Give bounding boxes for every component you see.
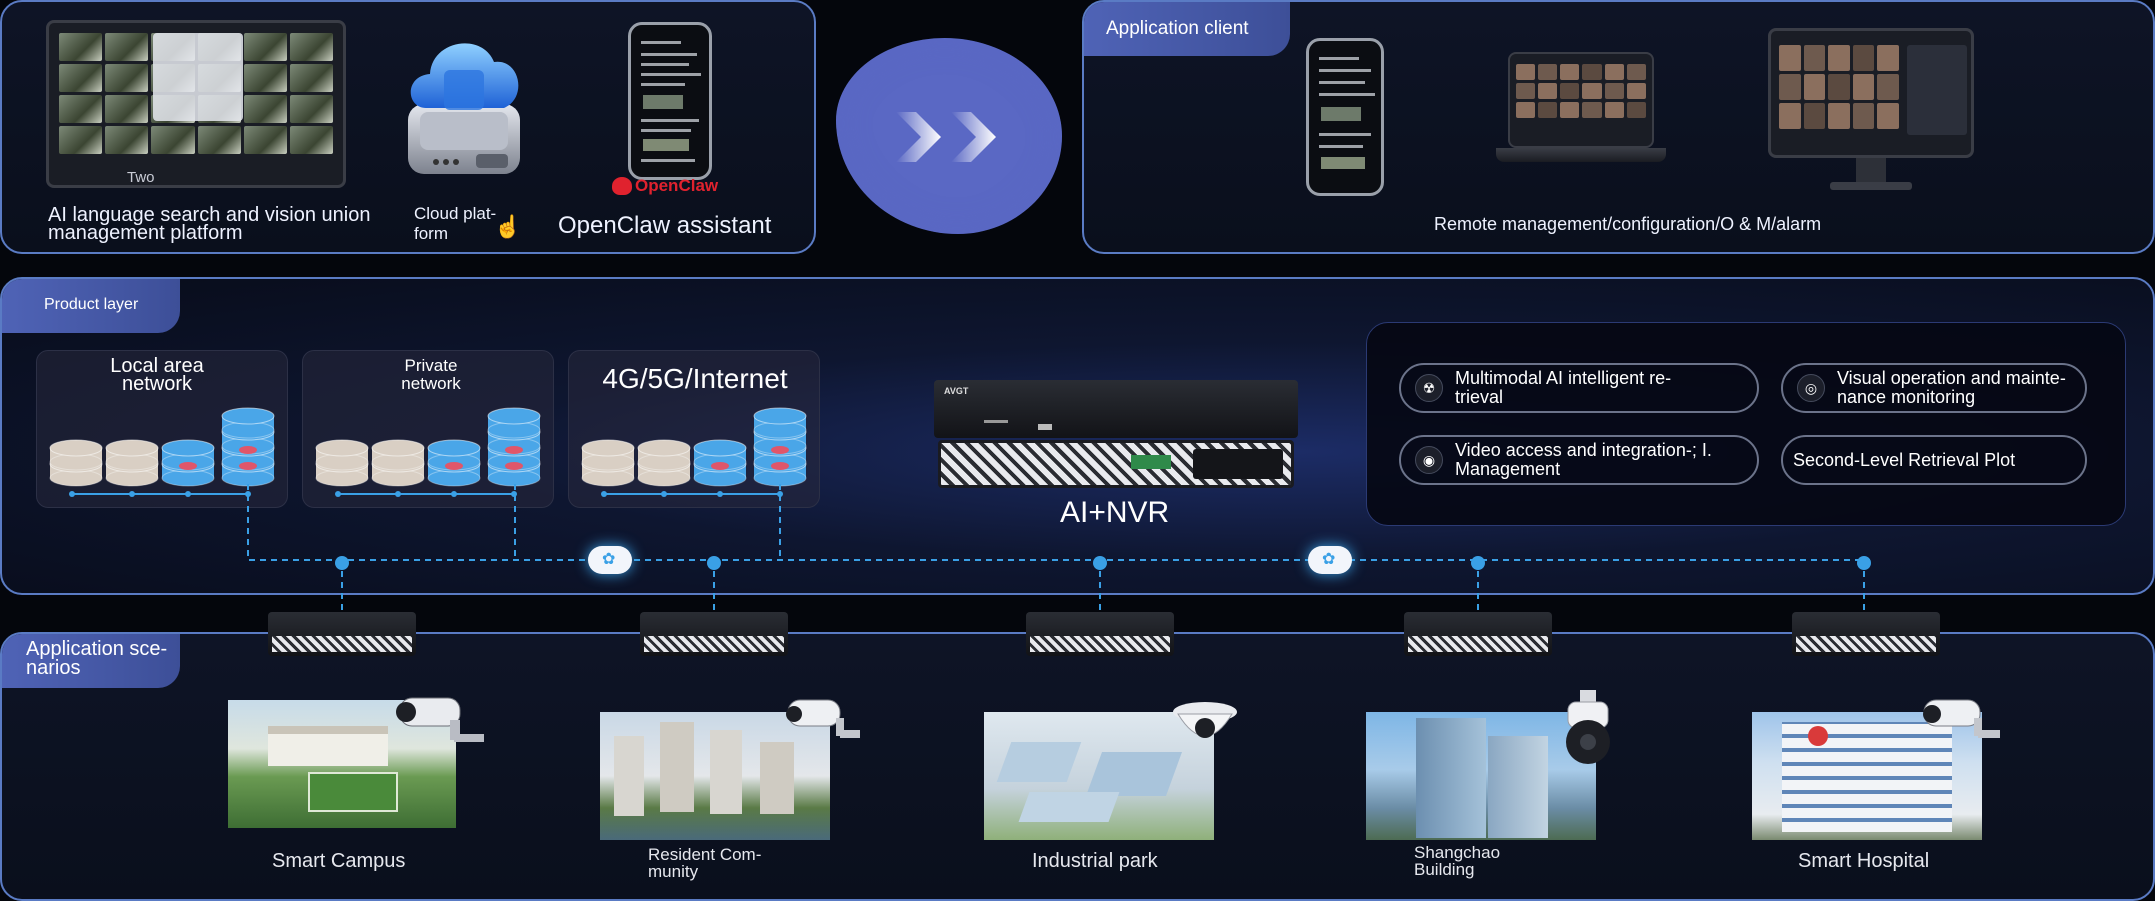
disk-link-node	[661, 491, 667, 497]
disk-core	[771, 446, 789, 454]
cloud-link-icon: ✿	[588, 546, 632, 574]
disk-link-node	[335, 491, 341, 497]
radiation-icon: ☢	[1415, 374, 1443, 402]
application-client-tag: Application client	[1084, 2, 1290, 56]
disk-core	[505, 462, 523, 470]
scene-image-industrial	[984, 712, 1214, 840]
scene-image-building	[1366, 712, 1596, 840]
disk-link-node	[245, 491, 251, 497]
scenario-nvr-hospital	[1792, 612, 1940, 656]
disk-link-node	[129, 491, 135, 497]
disk-link-node	[777, 491, 783, 497]
bullet-camera-icon	[1923, 699, 2000, 738]
scene-image-campus	[228, 700, 456, 828]
disk-core	[505, 446, 523, 454]
disk-link-node	[69, 491, 75, 497]
application-client-panel: Application client	[1082, 0, 2155, 254]
blue-disk-top	[427, 439, 481, 457]
feature-video-access: ◉ Video access and integration-; I. Mana…	[1399, 435, 1759, 485]
client-caption: Remote management/configuration/O & M/al…	[1434, 214, 1822, 234]
search-dialog	[153, 33, 243, 121]
scenario-label-building: Shangchao Building	[1414, 843, 1501, 879]
double-chevron-icon	[896, 112, 996, 162]
scenario-nvr-industrial	[1026, 612, 1174, 656]
blue-disk-tall-top	[221, 407, 275, 425]
bullet-camera-icon	[396, 697, 484, 742]
tan-disk-top	[581, 439, 635, 457]
platform-caption: AI language search and vision union mana…	[48, 204, 371, 244]
nvr-brand: AVGT	[944, 386, 969, 396]
product-layer-tag: Product layer	[2, 279, 180, 333]
tan-disk-top	[371, 439, 425, 457]
tan-disk-top	[105, 439, 159, 457]
client-monitor	[1768, 28, 1974, 198]
feature-panel: ☢ Multimodal AI intelligent re-trieval ◎…	[1366, 322, 2126, 526]
openclaw-logo: OpenClaw	[612, 176, 718, 196]
scenario-label-industrial: Industrial park	[1032, 850, 1158, 872]
disk-core	[179, 462, 197, 470]
network-title-private: Private network	[401, 356, 461, 393]
flow-arrow-block	[836, 38, 1062, 234]
scenario-nvr-building	[1404, 612, 1552, 656]
camera-dome-icon: ◉	[1415, 446, 1443, 474]
tan-disk-top	[315, 439, 369, 457]
disk-link-node	[717, 491, 723, 497]
scenario-label-campus: Smart Campus	[272, 850, 406, 872]
disk-link-node	[185, 491, 191, 497]
blue-disk-top	[161, 439, 215, 457]
ptz-camera-icon	[1566, 690, 1610, 764]
nvr-rear-panel	[938, 440, 1294, 488]
cloud-platform-icon	[408, 43, 520, 174]
ai-nvr-device: AVGT	[934, 380, 1298, 490]
application-scenarios-tag: Application sce-narios	[2, 634, 180, 688]
tan-disk-top	[637, 439, 691, 457]
tan-disk-top	[49, 439, 103, 457]
cloud-platform-caption: Cloud plat-form	[414, 204, 497, 243]
feature-visual-monitoring: ◎ Visual operation and mainte-nance moni…	[1781, 363, 2087, 413]
disk-link-node	[451, 491, 457, 497]
network-title-mobile: 4G/5G/Internet	[602, 363, 788, 394]
dome-camera-icon	[1173, 702, 1237, 738]
feature-multimodal-retrieval: ☢ Multimodal AI intelligent re-trieval	[1399, 363, 1759, 413]
openclaw-caption: OpenClaw assistant	[558, 212, 772, 239]
touch-icon: ☝	[494, 214, 522, 239]
platform-screen: Two	[46, 20, 346, 188]
disk-core	[239, 446, 257, 454]
network-title-lan: Local area network	[110, 355, 204, 395]
scene-image-hospital	[1752, 712, 1982, 840]
disk-core	[239, 462, 257, 470]
gauge-icon: ◎	[1797, 374, 1825, 402]
disk-core	[445, 462, 463, 470]
claw-logo-icon	[612, 177, 632, 195]
blue-disk-tall-top	[487, 407, 541, 425]
scenario-label-community: Resident Com-munity	[648, 845, 762, 881]
feature-second-level-retrieval: Second-Level Retrieval Plot	[1781, 435, 2087, 485]
disk-link-node	[395, 491, 401, 497]
scenario-label-hospital: Smart Hospital	[1798, 850, 1930, 872]
openclaw-phone	[628, 22, 712, 180]
scenario-nvr-community	[640, 612, 788, 656]
scenario-nvr-campus	[268, 612, 416, 656]
blue-disk-tall-top	[753, 407, 807, 425]
client-phone	[1306, 38, 1384, 196]
nvr-label: AI+NVR	[1060, 496, 1170, 529]
scene-image-community	[600, 712, 830, 840]
disk-core	[711, 462, 729, 470]
disk-link-node	[601, 491, 607, 497]
disk-core	[771, 462, 789, 470]
cloud-link-icon: ✿	[1308, 546, 1352, 574]
blue-disk-top	[693, 439, 747, 457]
bullet-camera-icon	[786, 699, 860, 738]
platform-screen-label: Two	[127, 169, 155, 186]
client-laptop	[1496, 52, 1666, 178]
platform-panel: Two AI language search and vision union …	[0, 0, 816, 254]
